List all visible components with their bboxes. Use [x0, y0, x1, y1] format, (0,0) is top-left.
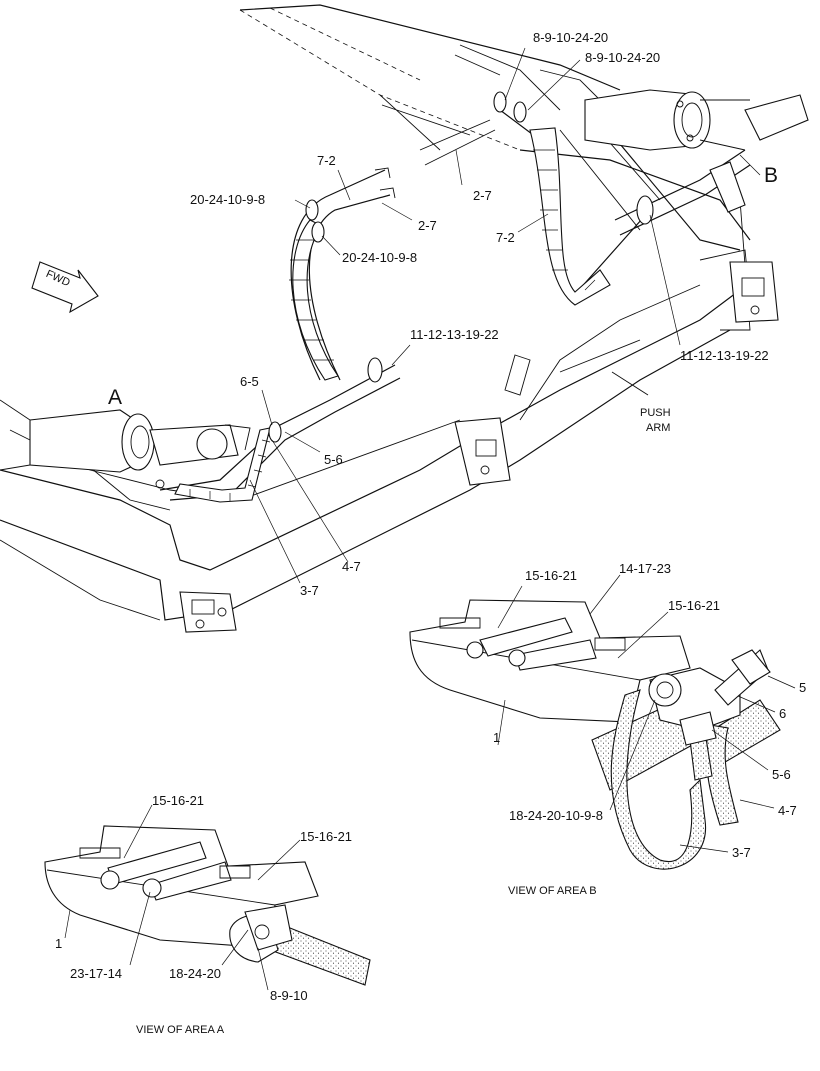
b-callout-10: 3-7	[732, 845, 751, 860]
callout-1: 8-9-10-24-20	[533, 30, 608, 45]
callout-2: 8-9-10-24-20	[585, 50, 660, 65]
callout-13: 6-5	[240, 374, 259, 389]
spiral-guard-lower	[174, 427, 271, 503]
push-label: PUSH	[640, 407, 671, 419]
center-bracket	[454, 354, 531, 486]
hose-loop-left	[290, 169, 386, 381]
a-callout-2: 15-16-21	[300, 829, 352, 844]
callout-8: 7-2	[496, 230, 515, 245]
b-callout-6: 1	[493, 730, 500, 745]
a-callout-5: 18-24-20	[169, 966, 221, 981]
callout-4: 20-24-10-9-8	[190, 192, 265, 207]
area-a-caption: VIEW OF AREA A	[136, 1024, 225, 1036]
callout-11: 11-12-13-19-22	[680, 348, 769, 363]
right-bracket	[729, 261, 779, 323]
main-leader-lines	[249, 47, 761, 584]
area-b-caption: VIEW OF AREA B	[508, 885, 597, 897]
spiral-guard-right	[529, 127, 611, 306]
hose-3-7	[610, 689, 706, 870]
callout-9: B	[764, 164, 778, 187]
b-callout-8: 4-7	[778, 803, 797, 818]
pivot-b-cylinder	[584, 89, 809, 151]
lower-left-bracket	[179, 591, 237, 633]
b-callout-1: 15-16-21	[525, 568, 577, 583]
b-callout-9: 18-24-20-10-9-8	[509, 808, 603, 823]
a-callout-4: 23-17-14	[70, 966, 122, 981]
area-a-detail: 15-16-21 15-16-21 1 23-17-14 18-24-20 8-…	[44, 793, 371, 1036]
arm-label: ARM	[646, 422, 670, 434]
callout-7: 2-7	[473, 188, 492, 203]
main-callouts: 8-9-10-24-20 8-9-10-24-20 7-2 20-24-10-9…	[44, 30, 778, 598]
hose-assemblies	[159, 91, 751, 503]
pivot-a-cylinder	[0, 399, 251, 489]
callout-15: 4-7	[342, 559, 361, 574]
callout-3: 7-2	[317, 153, 336, 168]
callout-14: 5-6	[324, 452, 343, 467]
b-callout-5: 6	[779, 706, 786, 721]
clamp-b	[636, 195, 654, 225]
main-frame-drawing	[0, 4, 809, 633]
callout-5: 2-7	[418, 218, 437, 233]
push-arm-leader	[611, 371, 649, 396]
callout-16: 3-7	[300, 583, 319, 598]
a-callout-3: 1	[55, 936, 62, 951]
b-callout-2: 14-17-23	[619, 561, 671, 576]
a-callout-1: 15-16-21	[152, 793, 204, 808]
callout-12: A	[108, 386, 122, 409]
b-callout-3: 15-16-21	[668, 598, 720, 613]
b-callout-4: 5	[799, 680, 806, 695]
area-b-detail: 15-16-21 14-17-23 15-16-21 5 6 1 5-6 4-7…	[409, 561, 806, 897]
b-callout-7: 5-6	[772, 767, 791, 782]
callout-10: 11-12-13-19-22	[410, 327, 499, 342]
a-callout-6: 8-9-10	[270, 988, 308, 1003]
callout-6: 20-24-10-9-8	[342, 250, 417, 265]
forward-arrow	[31, 261, 99, 314]
